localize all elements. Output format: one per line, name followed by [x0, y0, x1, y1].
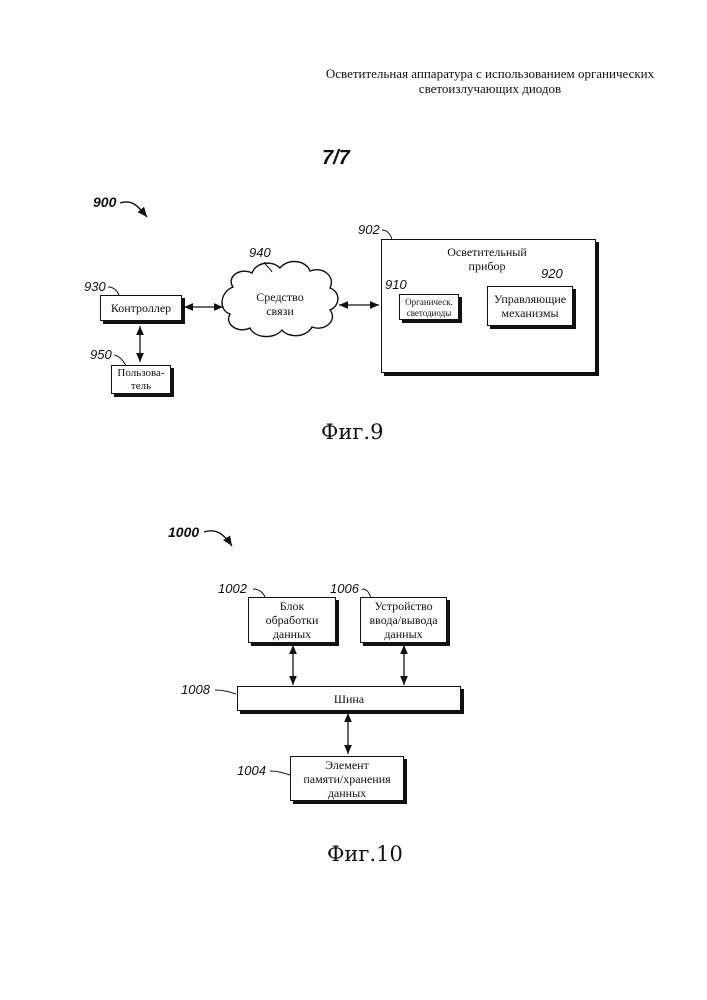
ref-1004: 1004 — [237, 763, 266, 778]
fig10-caption: Фиг.10 — [327, 842, 403, 866]
io-label-line2: ввода/вывода — [361, 613, 446, 627]
io-label-line3: данных — [361, 627, 446, 641]
oled-label-line1: Органическ. — [400, 297, 458, 308]
fig9-caption: Фиг.9 — [321, 420, 383, 444]
bus-label: Шина — [238, 687, 460, 706]
ref-900: 900 — [93, 194, 116, 210]
user-label: Пользова- тель — [112, 366, 170, 393]
ref-900-arrow — [120, 202, 147, 217]
controller-box: Контроллер — [100, 295, 182, 321]
document-header: Осветительная аппаратура с использование… — [290, 66, 690, 96]
mechanisms-label-line2: механизмы — [488, 306, 572, 320]
ref-920: 920 — [541, 266, 563, 281]
mechanisms-label: Управляющие механизмы — [488, 287, 572, 320]
ref-902: 902 — [358, 222, 380, 237]
network-label-line2: связи — [240, 304, 320, 318]
oled-label: Органическ. светодиоды — [400, 295, 458, 319]
sheet-number: 7/7 — [322, 147, 350, 170]
fixture-label-line1: Осветительный — [402, 245, 572, 259]
io-box: Устройство ввода/вывода данных — [360, 597, 447, 643]
ref-1004-leader — [270, 771, 290, 775]
ref-1008: 1008 — [181, 682, 210, 697]
ref-1000: 1000 — [168, 524, 199, 540]
processor-label-line2: обработки — [249, 613, 335, 627]
ref-1008-leader — [215, 690, 236, 694]
memory-label-line2: памяти/хранения — [291, 772, 403, 786]
ref-930: 930 — [84, 279, 106, 294]
mechanisms-box: Управляющие механизмы — [487, 286, 573, 326]
user-label-line2: тель — [112, 380, 170, 393]
ref-1002: 1002 — [218, 581, 247, 596]
controller-label: Контроллер — [101, 296, 181, 315]
ref-1000-arrow — [204, 531, 232, 546]
io-label-line1: Устройство — [361, 599, 446, 613]
oled-box: Органическ. светодиоды — [399, 294, 459, 320]
processor-label-line1: Блок — [249, 599, 335, 613]
ref-940: 940 — [249, 245, 271, 260]
header-title-line2: светоизлучающих диодов — [290, 81, 690, 96]
network-label: Средство связи — [240, 290, 320, 318]
memory-box: Элемент памяти/хранения данных — [290, 756, 404, 801]
ref-1006: 1006 — [330, 581, 359, 596]
processor-box: Блок обработки данных — [248, 597, 336, 643]
network-label-line1: Средство — [240, 290, 320, 304]
bus-box: Шина — [237, 686, 461, 711]
memory-label-line1: Элемент — [291, 758, 403, 772]
user-box: Пользова- тель — [111, 365, 171, 394]
ref-910: 910 — [385, 277, 407, 292]
processor-label-line3: данных — [249, 627, 335, 641]
user-label-line1: Пользова- — [112, 367, 170, 380]
memory-label-line3: данных — [291, 786, 403, 800]
io-label: Устройство ввода/вывода данных — [361, 598, 446, 641]
oled-label-line2: светодиоды — [400, 308, 458, 319]
memory-label: Элемент памяти/хранения данных — [291, 757, 403, 800]
ref-950: 950 — [90, 347, 112, 362]
processor-label: Блок обработки данных — [249, 598, 335, 641]
header-title-line1: Осветительная аппаратура с использование… — [290, 66, 690, 81]
mechanisms-label-line1: Управляющие — [488, 292, 572, 306]
